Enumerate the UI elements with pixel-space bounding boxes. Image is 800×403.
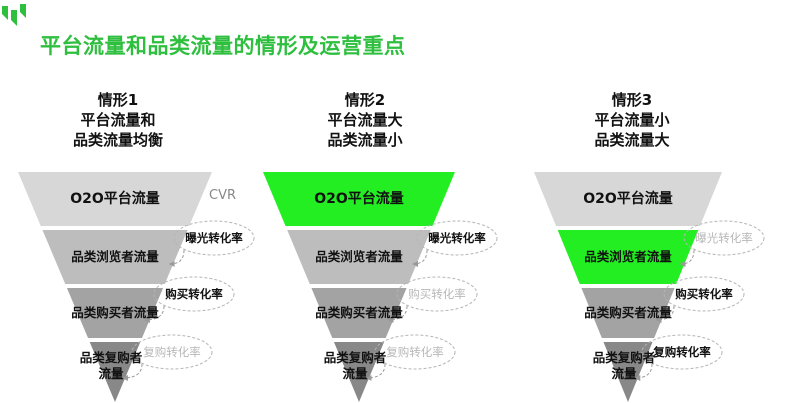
funnel-3-level-4-label: 品类复购者流量 xyxy=(592,350,656,381)
funnel-1-rate-3-label: 复购转化率 xyxy=(143,345,201,359)
funnel-1-rate-2-label: 购买转化率 xyxy=(165,287,223,301)
funnel-2-level-1-label: O2O平台流量 xyxy=(314,191,404,207)
funnel-3-level-4 xyxy=(603,342,653,402)
funnel-1-rate-2-bubble xyxy=(153,276,235,312)
funnel-2-rate-1-bubble xyxy=(416,220,498,256)
scenario-1-heading-line-2: 平台流量和 xyxy=(80,111,156,129)
funnel-1-level-1-label: O2O平台流量 xyxy=(70,191,160,207)
funnel-3-rate-1-arrow xyxy=(679,249,695,267)
funnel-2-rate-1-label: 曝光转化率 xyxy=(428,231,486,245)
funnel-1-level-2 xyxy=(42,230,188,284)
scenario-3-heading-line-3: 品类流量大 xyxy=(594,131,670,149)
scenario-2-heading-line-3: 品类流量小 xyxy=(327,131,403,149)
funnel-3-level-3 xyxy=(581,288,675,338)
scenario-1-heading-line-3: 品类流量均衡 xyxy=(72,131,163,149)
brand-logo-icon xyxy=(2,4,26,26)
funnel-3-rate-1-label: 曝光转化率 xyxy=(695,231,753,245)
funnel-3-rate-3-arrow xyxy=(634,363,653,381)
scenario-3-heading: 情形3 平台流量小 品类流量大 xyxy=(532,90,732,150)
funnel-3-level-2-label: 品类浏览者流量 xyxy=(584,249,672,264)
funnel-3-rate-2-arrow xyxy=(655,305,675,323)
funnel-2-rate-1-arrow xyxy=(412,249,428,267)
funnel-3-level-2 xyxy=(557,230,699,284)
funnel-3-rate-2-label: 购买转化率 xyxy=(675,287,733,301)
scenario-2-heading-line-2: 平台流量大 xyxy=(327,111,403,129)
funnel-1-rate-2-arrow xyxy=(143,305,165,323)
funnel-1-rate-1-arrow xyxy=(168,249,185,267)
funnel-3-rate-3-bubble xyxy=(641,334,723,370)
funnel-2-rate-3-arrow xyxy=(365,363,386,381)
funnel-2-level-3 xyxy=(311,288,407,338)
scenario-3-heading-line-1: 情形3 xyxy=(611,91,653,109)
funnel-3-rate-3-label: 复购转化率 xyxy=(653,345,711,359)
funnel-2-level-4-label: 品类复购者流量 xyxy=(323,350,387,381)
scenario-2-heading-line-1: 情形2 xyxy=(344,91,386,109)
funnel-2-rate-2-arrow xyxy=(387,305,408,323)
scenario-1-heading-line-1: 情形1 xyxy=(97,91,139,109)
funnel-1-level-3 xyxy=(66,288,164,338)
funnel-1-level-3-label: 品类购买者流量 xyxy=(71,305,159,320)
funnel-1-level-1 xyxy=(18,172,212,226)
scenario-3-heading-line-2: 平台流量小 xyxy=(594,111,670,129)
funnel-1-rate-1-bubble xyxy=(173,220,255,256)
funnel-3-level-1 xyxy=(534,172,722,226)
funnel-2-rate-3-bubble xyxy=(374,334,456,370)
scenario-2-heading: 情形2 平台流量大 品类流量小 xyxy=(265,90,465,150)
scenario-1-heading: 情形1 平台流量和 品类流量均衡 xyxy=(18,90,218,150)
funnel-2-rate-3-label: 复购转化率 xyxy=(386,345,444,359)
funnel-3-level-1-label: O2O平台流量 xyxy=(583,191,673,207)
funnel-2-level-2-label: 品类浏览者流量 xyxy=(315,249,403,264)
page-title: 平台流量和品类流量的情形及运营重点 xyxy=(40,34,406,58)
funnel-2-level-1 xyxy=(263,172,455,226)
funnel-1-rate-3-bubble xyxy=(131,334,213,370)
funnel-3-rate-1-bubble xyxy=(683,220,765,256)
funnel-1-level-4-label: 品类复购者流量 xyxy=(79,350,143,381)
cvr-label: CVR xyxy=(209,188,237,203)
funnel-2-level-4 xyxy=(333,342,385,402)
funnel-1-rate-1-label: 曝光转化率 xyxy=(185,231,243,245)
funnel-2-level-3-label: 品类购买者流量 xyxy=(315,305,403,320)
funnel-3-rate-2-bubble xyxy=(663,276,745,312)
funnel-1-level-4 xyxy=(89,342,141,402)
funnel-1-rate-3-arrow xyxy=(121,363,143,381)
funnel-1-level-2-label: 品类浏览者流量 xyxy=(71,249,159,264)
funnel-2-level-2 xyxy=(287,230,431,284)
funnel-2-rate-2-bubble xyxy=(396,276,478,312)
funnel-3-level-3-label: 品类购买者流量 xyxy=(584,305,672,320)
funnel-2-rate-2-label: 购买转化率 xyxy=(408,287,466,301)
